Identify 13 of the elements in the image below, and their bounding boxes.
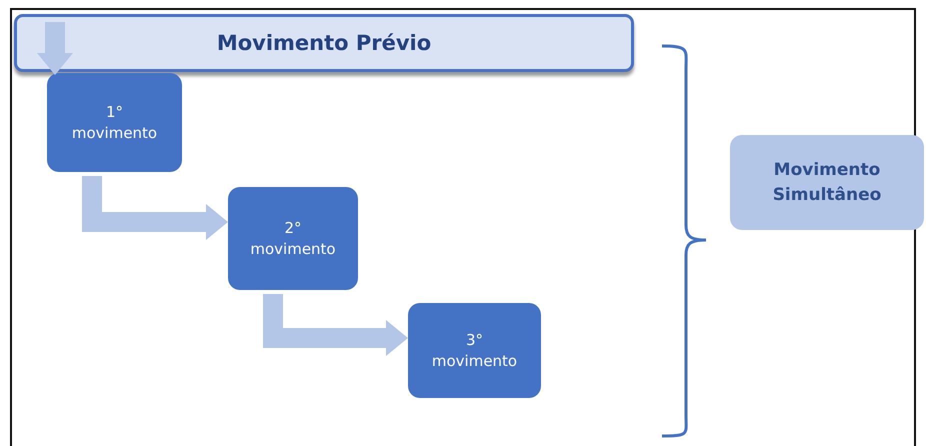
- result-box: [730, 135, 924, 230]
- arrow: [263, 294, 408, 356]
- arrow: [82, 176, 228, 240]
- title-banner: [14, 14, 634, 72]
- node-label: Movimento Prévio: [216, 31, 432, 55]
- arrow: [37, 22, 73, 75]
- node-label: 3° movimento: [430, 330, 518, 371]
- process-box: [408, 303, 541, 398]
- node-label: Movimento Simultâneo: [772, 158, 882, 206]
- node-label: 2° movimento: [249, 218, 337, 259]
- process-box: [47, 73, 182, 172]
- node-label: 1° movimento: [70, 102, 158, 143]
- process-box: [228, 187, 358, 290]
